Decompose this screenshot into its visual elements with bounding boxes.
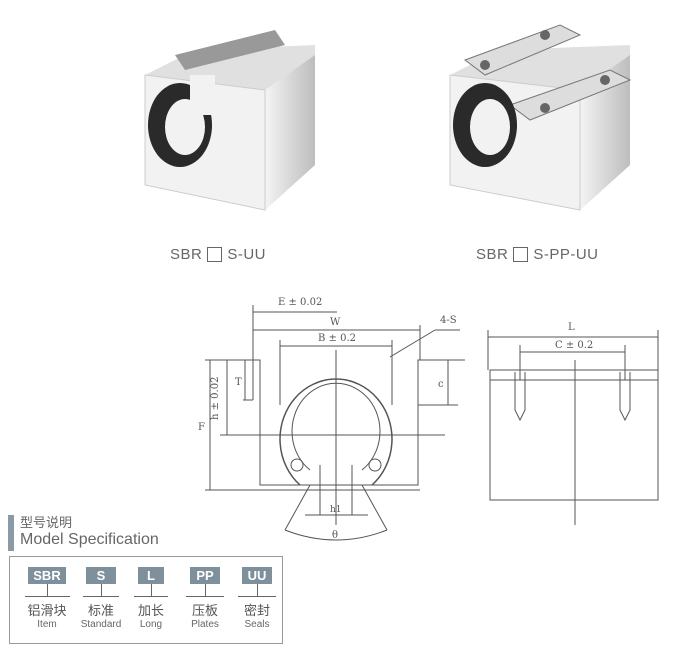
product-label-2: SBR S-PP-UU: [476, 246, 599, 263]
spec-en: Standard: [80, 619, 122, 630]
spec-cn: 铝滑块: [27, 603, 67, 618]
spec-en: Seals: [244, 619, 270, 630]
product-image-sbr-s-uu: [144, 30, 315, 211]
product-image-sbr-s-pp-uu: [449, 24, 632, 211]
side-view-drawing: L C ± 0.2: [487, 322, 659, 525]
spec-en: Plates: [191, 619, 219, 630]
dim-f: F: [198, 422, 205, 433]
spec-cn: 密封: [243, 603, 270, 618]
dim-l: L: [568, 322, 575, 333]
dim-c-side: C ± 0.2: [555, 340, 593, 351]
section-marker: [8, 515, 14, 551]
spec-code: L: [138, 567, 164, 584]
dim-h: h ± 0.02: [210, 377, 221, 420]
spec-code: S: [86, 567, 116, 584]
dim-t: T: [235, 377, 242, 388]
dim-4s: 4-S: [440, 315, 457, 326]
label-prefix: SBR: [170, 246, 203, 263]
dim-e: E ± 0.02: [278, 297, 322, 308]
label-suffix: S-PP-UU: [533, 246, 599, 263]
dim-c: c: [438, 379, 444, 390]
dim-theta: θ: [332, 530, 338, 541]
spec-cn: 标准: [87, 603, 114, 618]
spec-cn: 压板: [191, 603, 218, 618]
placeholder-box-icon: [513, 247, 529, 262]
spec-en: Long: [139, 619, 163, 630]
dim-b: B ± 0.2: [318, 333, 356, 344]
spec-cn: 加长: [137, 603, 164, 618]
dim-h1: h1: [330, 505, 342, 515]
dim-w: W: [330, 317, 341, 328]
spec-code: UU: [242, 567, 272, 584]
product-label-1: SBR S-UU: [170, 246, 266, 263]
spec-code: PP: [190, 567, 220, 584]
spec-en: Item: [37, 619, 57, 630]
spec-code: SBR: [28, 567, 66, 584]
front-view-drawing: E ± 0.02 W B ± 0.2 4-S T h ± 0.02 F c h1…: [198, 297, 465, 541]
label-prefix: SBR: [476, 246, 509, 263]
label-suffix: S-UU: [227, 246, 267, 263]
spec-title-cn: 型号说明: [20, 515, 73, 530]
placeholder-box-icon: [207, 247, 223, 262]
model-spec-box: SBR 铝滑块 Item S 标准 Standard L 加长 Long PP …: [9, 556, 283, 644]
spec-title-en: Model Specification: [20, 531, 159, 548]
